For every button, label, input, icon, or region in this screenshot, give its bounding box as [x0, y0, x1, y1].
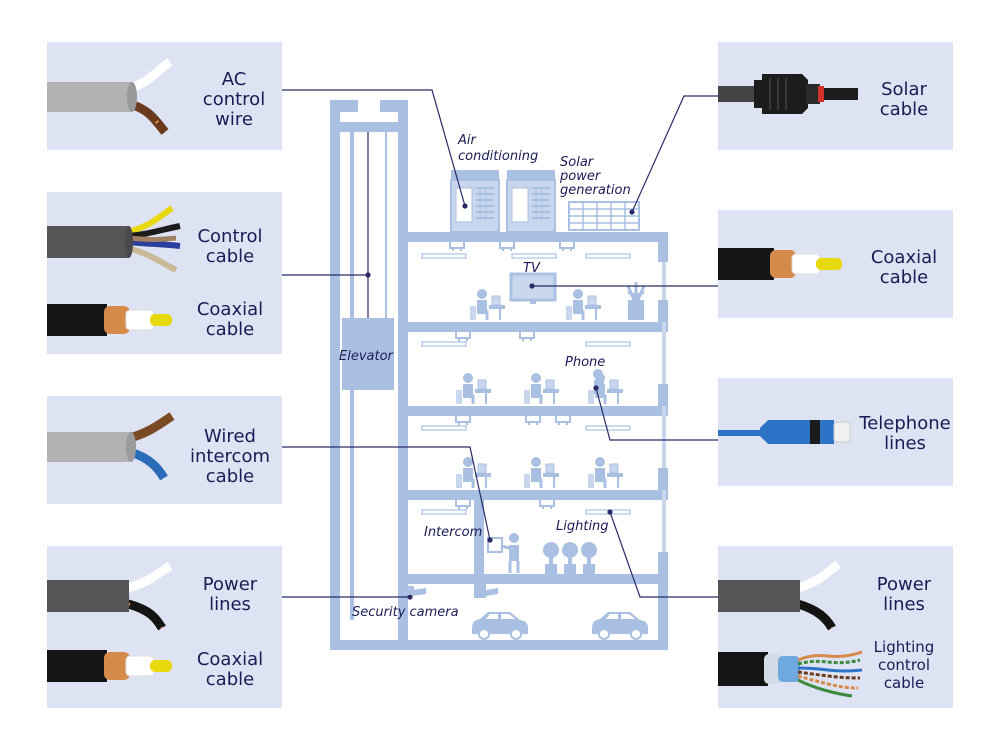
coaxial-cable-left-top-graphic	[47, 304, 172, 336]
telephone-lines-graphic	[718, 420, 851, 444]
coaxial-cable-left-bottom-graphic	[47, 650, 172, 682]
label-coaxial-cable-right: Coaxial cable	[870, 247, 938, 288]
label-coaxial-cable-left-top: Coaxial cable	[196, 299, 264, 340]
ac-control-wire-graphic	[47, 58, 173, 135]
label-elevator: Elevator	[339, 349, 395, 364]
coaxial-cable-right-graphic	[718, 248, 842, 280]
lighting-control-cable-graphic	[718, 650, 863, 698]
label-solar-cable: Solar cable	[879, 79, 929, 120]
lobby-plants	[543, 542, 597, 574]
label-air-conditioning: Air conditioning	[457, 133, 538, 164]
car-icon-left	[471, 611, 529, 640]
label-lighting: Lighting	[556, 519, 609, 534]
office-building	[330, 100, 668, 650]
phone-icon	[593, 369, 604, 394]
elevator-car-icon	[342, 318, 394, 390]
power-lines-right-graphic	[718, 560, 841, 631]
leader-lines	[282, 89, 718, 598]
potted-plant-icon	[626, 282, 646, 320]
label-solar-power: Solar power generation	[559, 155, 631, 198]
tv-icon	[509, 272, 557, 304]
label-wired-intercom-cable: Wired intercom cable	[190, 426, 270, 487]
leader-dots	[365, 203, 635, 600]
solar-cable-graphic	[718, 74, 858, 114]
label-power-lines-right: Power lines	[876, 574, 932, 615]
air-conditioning-line1: Air	[457, 133, 478, 148]
label-tv: TV	[523, 261, 541, 276]
car-icon-right	[591, 611, 649, 640]
label-control-cable: Control cable	[197, 226, 263, 267]
label-telephone-lines: Telephone lines	[859, 413, 951, 454]
solar-panel-icon	[568, 201, 640, 231]
label-coaxial-cable-left-bottom: Coaxial cable	[196, 649, 264, 690]
control-cable-graphic	[47, 205, 181, 273]
label-security-camera: Security camera	[352, 605, 459, 620]
label-ac-control-wire: AC control wire	[202, 69, 266, 130]
label-lighting-control-cable: Lighting control cable	[873, 638, 935, 692]
label-phone: Phone	[565, 355, 605, 370]
security-camera-icon	[408, 584, 498, 598]
air-conditioning-line2: conditioning	[458, 149, 538, 164]
air-conditioner-icon	[450, 170, 556, 233]
wired-intercom-cable-graphic	[47, 412, 175, 481]
label-intercom: Intercom	[424, 525, 482, 540]
label-power-lines-left: Power lines	[202, 574, 258, 615]
power-lines-left-graphic	[47, 562, 173, 631]
